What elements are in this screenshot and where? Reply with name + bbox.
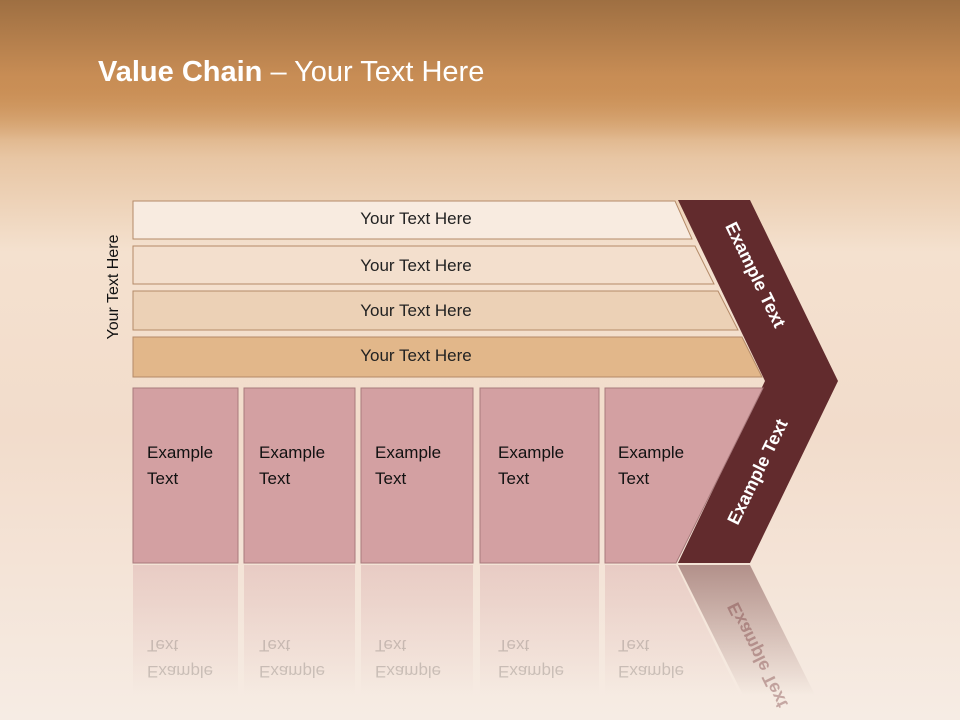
activity-box-1-line1: Example <box>147 443 214 462</box>
activity-box-4-line2: Text <box>498 469 530 488</box>
activity-box-4-label-reflection: Example Text <box>498 632 564 684</box>
activity-box-4-reflection <box>480 565 599 695</box>
activity-box-3 <box>360 387 474 564</box>
activity-box-3-line1-reflection: Example <box>375 662 442 681</box>
activity-box-2-reflection <box>244 565 355 695</box>
activity-box-5-line1: Example <box>618 443 685 462</box>
activity-box-5-line1-reflection: Example <box>618 662 685 681</box>
header-band <box>0 0 960 140</box>
chevron-reflection <box>678 565 815 695</box>
activity-box-5 <box>604 387 764 564</box>
title-rest: – Your Text Here <box>262 56 485 88</box>
activity-box-2-label-reflection: Example Text <box>259 632 325 684</box>
activity-box-1-reflection <box>133 565 238 695</box>
activity-box-1-label-reflection: Example Text <box>147 632 213 684</box>
activity-box-5-label-reflection: Example Text <box>618 632 684 684</box>
row-label-3: Your Text Here <box>360 301 472 320</box>
activity-box-3-line2: Text <box>375 469 407 488</box>
activity-box-4-line2-reflection: Text <box>498 636 530 655</box>
activity-box-1-line2-reflection: Text <box>147 636 179 655</box>
activity-box-4 <box>479 387 600 564</box>
activity-box-2-line2: Text <box>259 469 291 488</box>
activity-box-5-line2-reflection: Text <box>618 636 650 655</box>
row-bar-3 <box>132 290 739 331</box>
activity-box-5-line2: Text <box>618 469 650 488</box>
activity-box-1-line1-reflection: Example <box>147 662 214 681</box>
activity-box-4-line1-reflection: Example <box>498 662 565 681</box>
row-bar-2 <box>132 245 715 285</box>
activity-box-3-label-reflection: Example Text <box>375 632 441 684</box>
row-label-1: Your Text Here <box>360 209 472 228</box>
activity-box-3-line1: Example <box>375 443 442 462</box>
activity-box-5-reflection <box>605 565 740 695</box>
activity-box-4-line1: Example <box>498 443 565 462</box>
activity-box-3-reflection <box>361 565 473 695</box>
activity-box-2-line1: Example <box>259 443 326 462</box>
activity-box-3-line2-reflection: Text <box>375 636 407 655</box>
activity-box-1 <box>132 387 239 564</box>
slide-title: Value Chain – Your Text Here <box>98 56 484 89</box>
title-bold: Value Chain <box>98 56 263 88</box>
row-label-4: Your Text Here <box>360 346 472 365</box>
activity-box-2-line2-reflection: Text <box>259 636 291 655</box>
activity-box-2 <box>243 387 356 564</box>
row-bar-4 <box>132 336 763 378</box>
activity-box-1-line2: Text <box>147 469 179 488</box>
activity-box-2-line1-reflection: Example <box>259 662 326 681</box>
chevron-shape <box>678 200 838 563</box>
row-label-2: Your Text Here <box>360 256 472 275</box>
row-bar-1 <box>132 200 693 240</box>
